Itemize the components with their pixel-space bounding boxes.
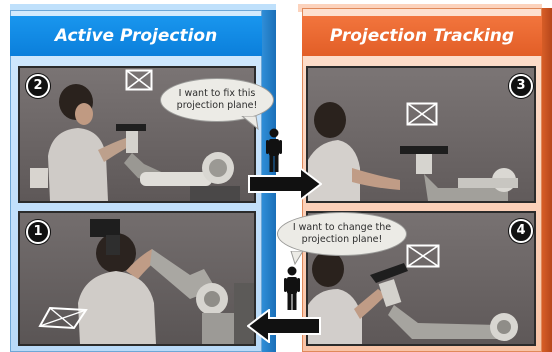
person-icon xyxy=(284,266,300,310)
speech-bubble-change-tail xyxy=(290,251,304,265)
step-badge-1: 1 xyxy=(26,220,50,244)
speech-bubble-fix-plane: I want to fix this projection plane! xyxy=(160,78,274,122)
arrow-left-icon xyxy=(247,309,321,343)
speech-bubble-change-plane: I want to change the projection plane! xyxy=(277,212,407,256)
person-icon xyxy=(266,128,282,172)
step-badge-4: 4 xyxy=(509,219,533,243)
speech-bubble-fix-line-1: I want to fix this xyxy=(178,88,256,99)
left-panel-title: Active Projection xyxy=(54,26,218,46)
arrow-right-icon xyxy=(248,167,322,201)
projection-plane-marker-icon xyxy=(406,244,440,268)
right-panel-side-face xyxy=(542,8,552,352)
photo-step-1 xyxy=(18,211,256,346)
speech-bubble-change-line-1: I want to change the xyxy=(292,222,392,233)
step-badge-3: 3 xyxy=(509,74,533,98)
right-panel-header: Projection Tracking xyxy=(302,16,542,56)
photo-step-3 xyxy=(306,66,536,203)
speech-bubble-fix-line-2: projection plane! xyxy=(176,100,258,111)
projected-plane-floor-marker-icon xyxy=(38,306,88,330)
photo-step-3-scene xyxy=(308,68,534,201)
speech-bubble-fix-tail xyxy=(241,116,259,130)
left-panel-header: Active Projection xyxy=(10,16,262,56)
step-badge-2: 2 xyxy=(26,74,50,98)
projection-plane-marker-icon xyxy=(406,102,438,126)
photo-step-1-scene xyxy=(20,213,254,344)
projection-plane-marker-icon xyxy=(125,69,153,91)
right-panel-title: Projection Tracking xyxy=(329,26,515,46)
speech-bubble-change-line-2: projection plane! xyxy=(301,234,383,245)
left-panel-top-face xyxy=(10,4,276,12)
